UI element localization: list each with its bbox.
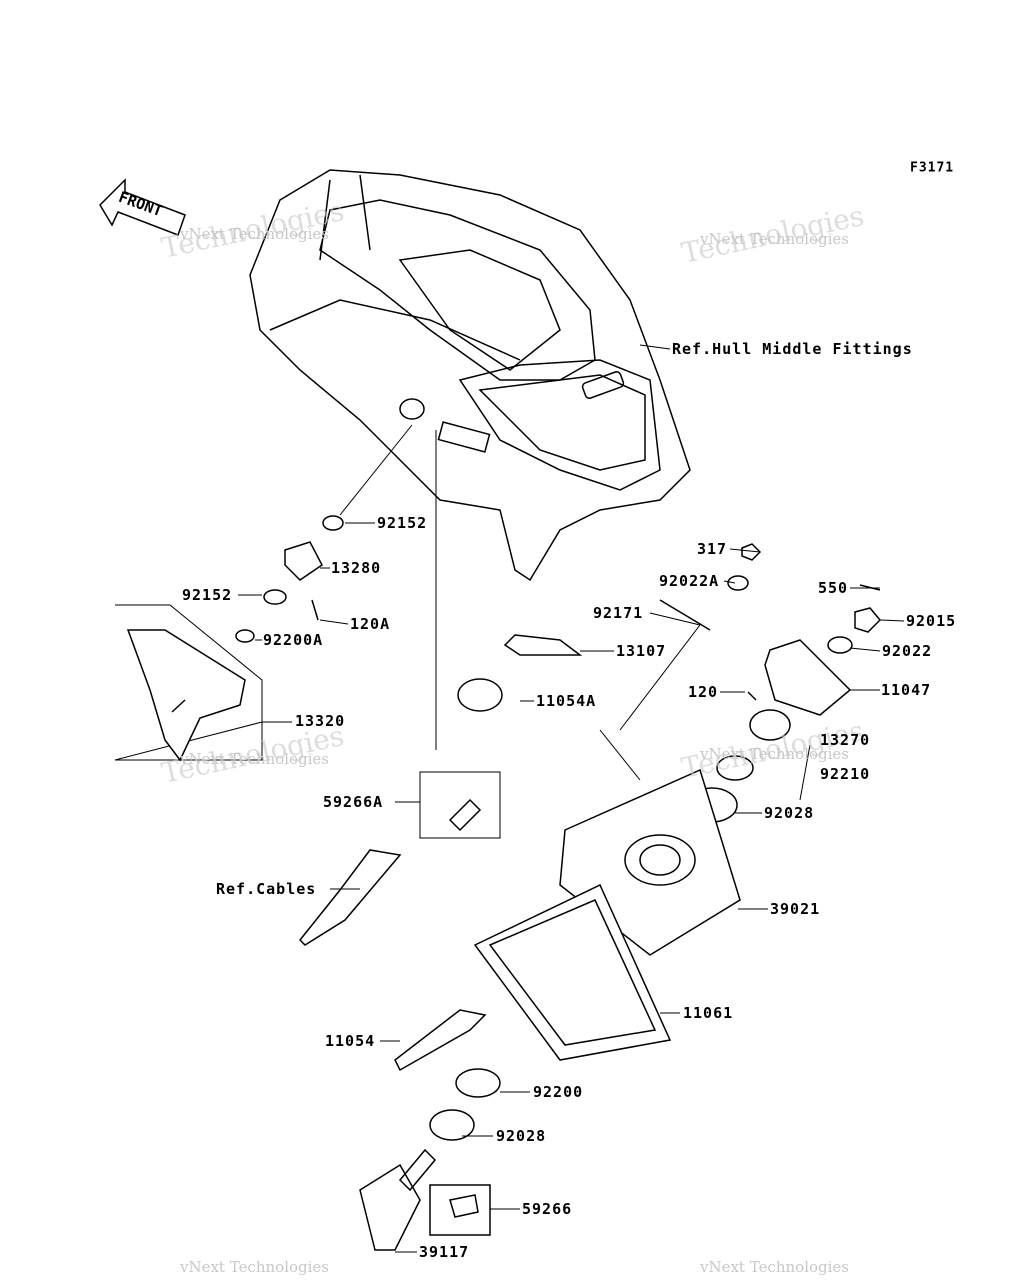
part-label: 92028 xyxy=(764,804,815,822)
part-label: 92152 xyxy=(182,586,233,604)
hull-drawing xyxy=(249,169,691,582)
part-label: 92200A xyxy=(263,631,324,649)
part-label: 11061 xyxy=(683,1004,734,1022)
part-label: 92200 xyxy=(533,1083,584,1101)
part-label: 59266 xyxy=(522,1200,573,1218)
part-label: 11054A xyxy=(536,692,597,710)
leader-lines xyxy=(114,344,905,1253)
part-label: 550 xyxy=(818,579,849,597)
part-label: 120 xyxy=(688,683,719,701)
part-label: 39021 xyxy=(770,900,821,918)
part-label: 92028 xyxy=(496,1127,547,1145)
part-label: 13280 xyxy=(331,559,382,577)
ref-cables-label: Ref.Cables xyxy=(216,880,317,898)
part-label: 92015 xyxy=(906,612,957,630)
part-label: 92022A xyxy=(659,572,720,590)
part-label: 92152 xyxy=(377,514,428,532)
part-label: 59266A xyxy=(323,793,384,811)
part-label: 92022 xyxy=(882,642,933,660)
part-label: 92171 xyxy=(593,604,644,622)
parts xyxy=(126,515,882,1251)
ref-hull-label: Ref.Hull Middle Fittings xyxy=(672,340,913,358)
part-label: 11054 xyxy=(325,1032,376,1050)
part-label: 120A xyxy=(350,615,391,633)
part-label: 13107 xyxy=(616,642,667,660)
part-label: 13320 xyxy=(295,712,346,730)
figure-id: F3171 xyxy=(910,160,955,176)
part-label: 39117 xyxy=(419,1243,470,1261)
part-label: 317 xyxy=(697,540,728,558)
part-label: 13270 xyxy=(820,731,871,749)
part-label: 92210 xyxy=(820,765,871,783)
part-label: 11047 xyxy=(881,681,932,699)
front-arrow-icon xyxy=(99,178,186,236)
